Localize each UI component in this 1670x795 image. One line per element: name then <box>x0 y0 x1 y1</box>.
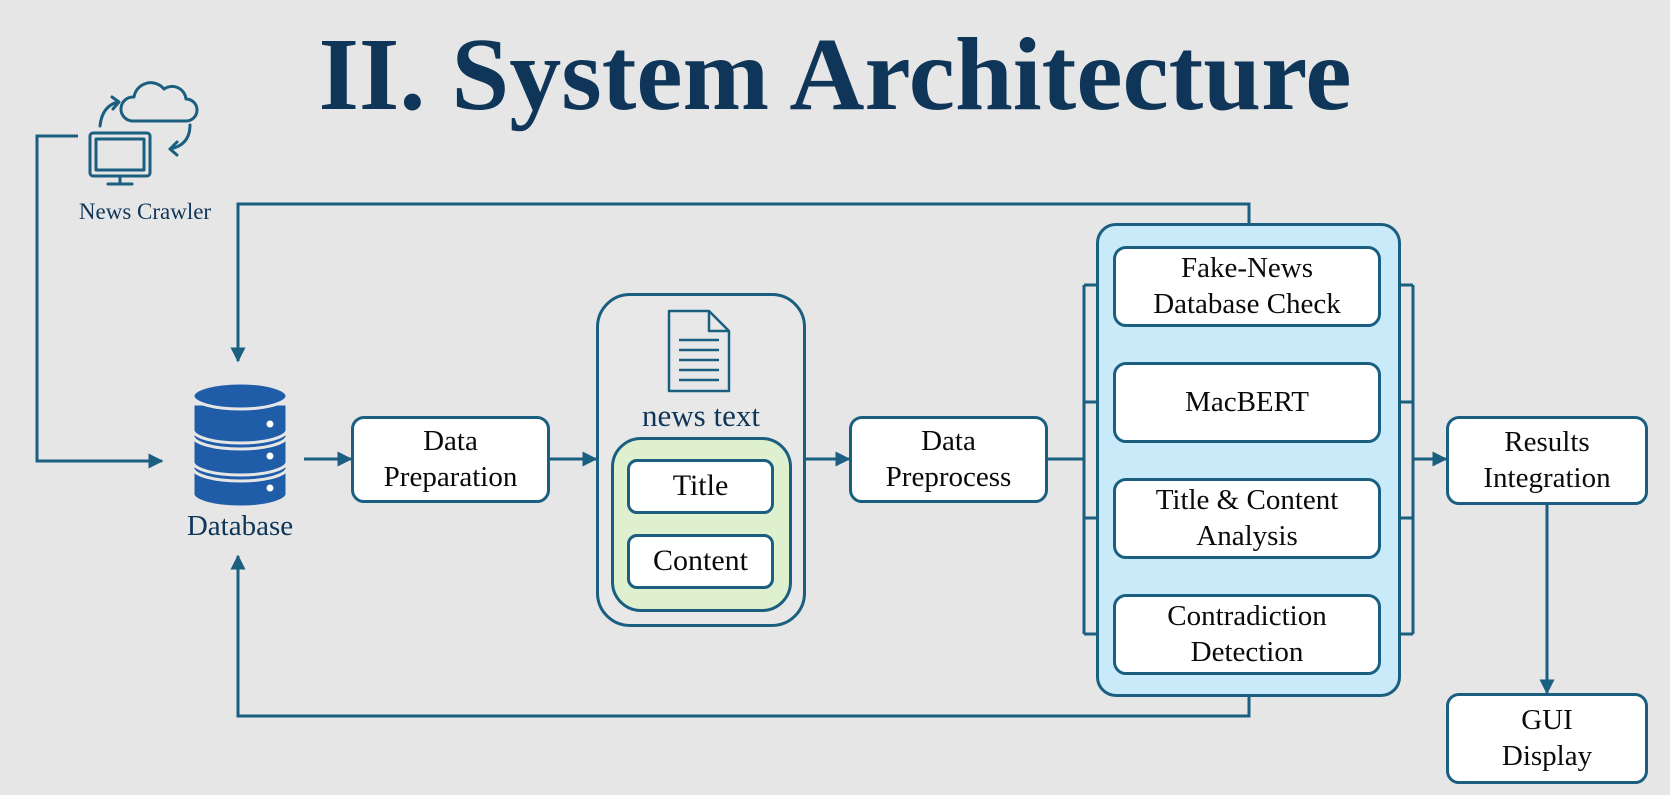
document-icon <box>667 309 731 393</box>
fake-news-database-check-box: Fake-News Database Check <box>1113 246 1381 327</box>
gui-display-box: GUI Display <box>1446 693 1648 784</box>
news-crawler-label: News Crawler <box>78 199 212 224</box>
news-text-label: news text <box>642 398 760 433</box>
database-icon <box>191 381 289 508</box>
title-field-box: Title <box>627 459 774 514</box>
computer-cloud-sync-icon <box>88 81 199 186</box>
data-preprocess-box: Data Preprocess <box>849 416 1048 503</box>
results-integration-box: Results Integration <box>1446 416 1648 505</box>
database-label: Database <box>186 510 294 542</box>
news-crawler: News Crawler <box>70 78 220 228</box>
title-content-analysis-box: Title & Content Analysis <box>1113 478 1381 559</box>
edge-crawler-to-database <box>35 134 164 469</box>
contradiction-detection-box: Contradiction Detection <box>1113 594 1381 675</box>
macbert-box: MacBERT <box>1113 362 1381 443</box>
content-field-box: Content <box>627 534 774 589</box>
data-preparation-box: Data Preparation <box>351 416 550 503</box>
database-node: Database <box>175 378 305 548</box>
page-title: II. System Architecture <box>318 17 1352 132</box>
